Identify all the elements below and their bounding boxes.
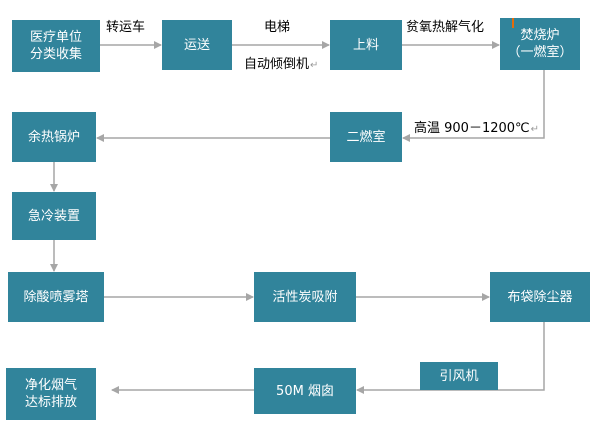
node-acid-spray-tower: 除酸喷雾塔 — [8, 272, 104, 322]
label-auto-dumper-text: 自动倾倒机 — [244, 57, 310, 72]
node-bag-filter: 布袋除尘器 — [490, 272, 590, 322]
node-quench: 急冷装置 — [12, 192, 96, 240]
node-collection: 医疗单位 分类收集 — [12, 20, 100, 72]
cursor-mark-icon — [512, 18, 514, 28]
label-transfer-vehicle: 转运车 — [106, 20, 146, 35]
node-secondary-chamber: 二燃室 — [330, 112, 402, 162]
node-induced-fan: 引风机 — [420, 362, 498, 390]
node-chimney: 50M 烟囱 — [254, 368, 356, 414]
return-mark-icon: ↵ — [310, 60, 319, 71]
label-high-temp-text: 高温 900－1200℃ — [414, 121, 530, 136]
node-discharge: 净化烟气 达标排放 — [6, 368, 96, 420]
node-transport: 运送 — [162, 20, 232, 70]
label-pyrolysis: 贫氧热解气化 — [406, 20, 485, 35]
node-loading: 上料 — [330, 20, 402, 70]
label-elevator: 电梯 — [264, 20, 291, 35]
label-auto-dumper: 自动倾倒机↵ — [244, 57, 318, 73]
return-mark-icon: ↵ — [530, 124, 540, 135]
node-activated-carbon: 活性炭吸附 — [254, 272, 356, 322]
label-high-temp: 高温 900－1200℃↵ — [414, 121, 539, 137]
node-waste-heat-boiler: 余热锅炉 — [12, 112, 96, 162]
arrow-incinerator-to-secondary-chamber — [402, 70, 545, 142]
arrow-bag-filter-to-chimney — [356, 322, 545, 394]
